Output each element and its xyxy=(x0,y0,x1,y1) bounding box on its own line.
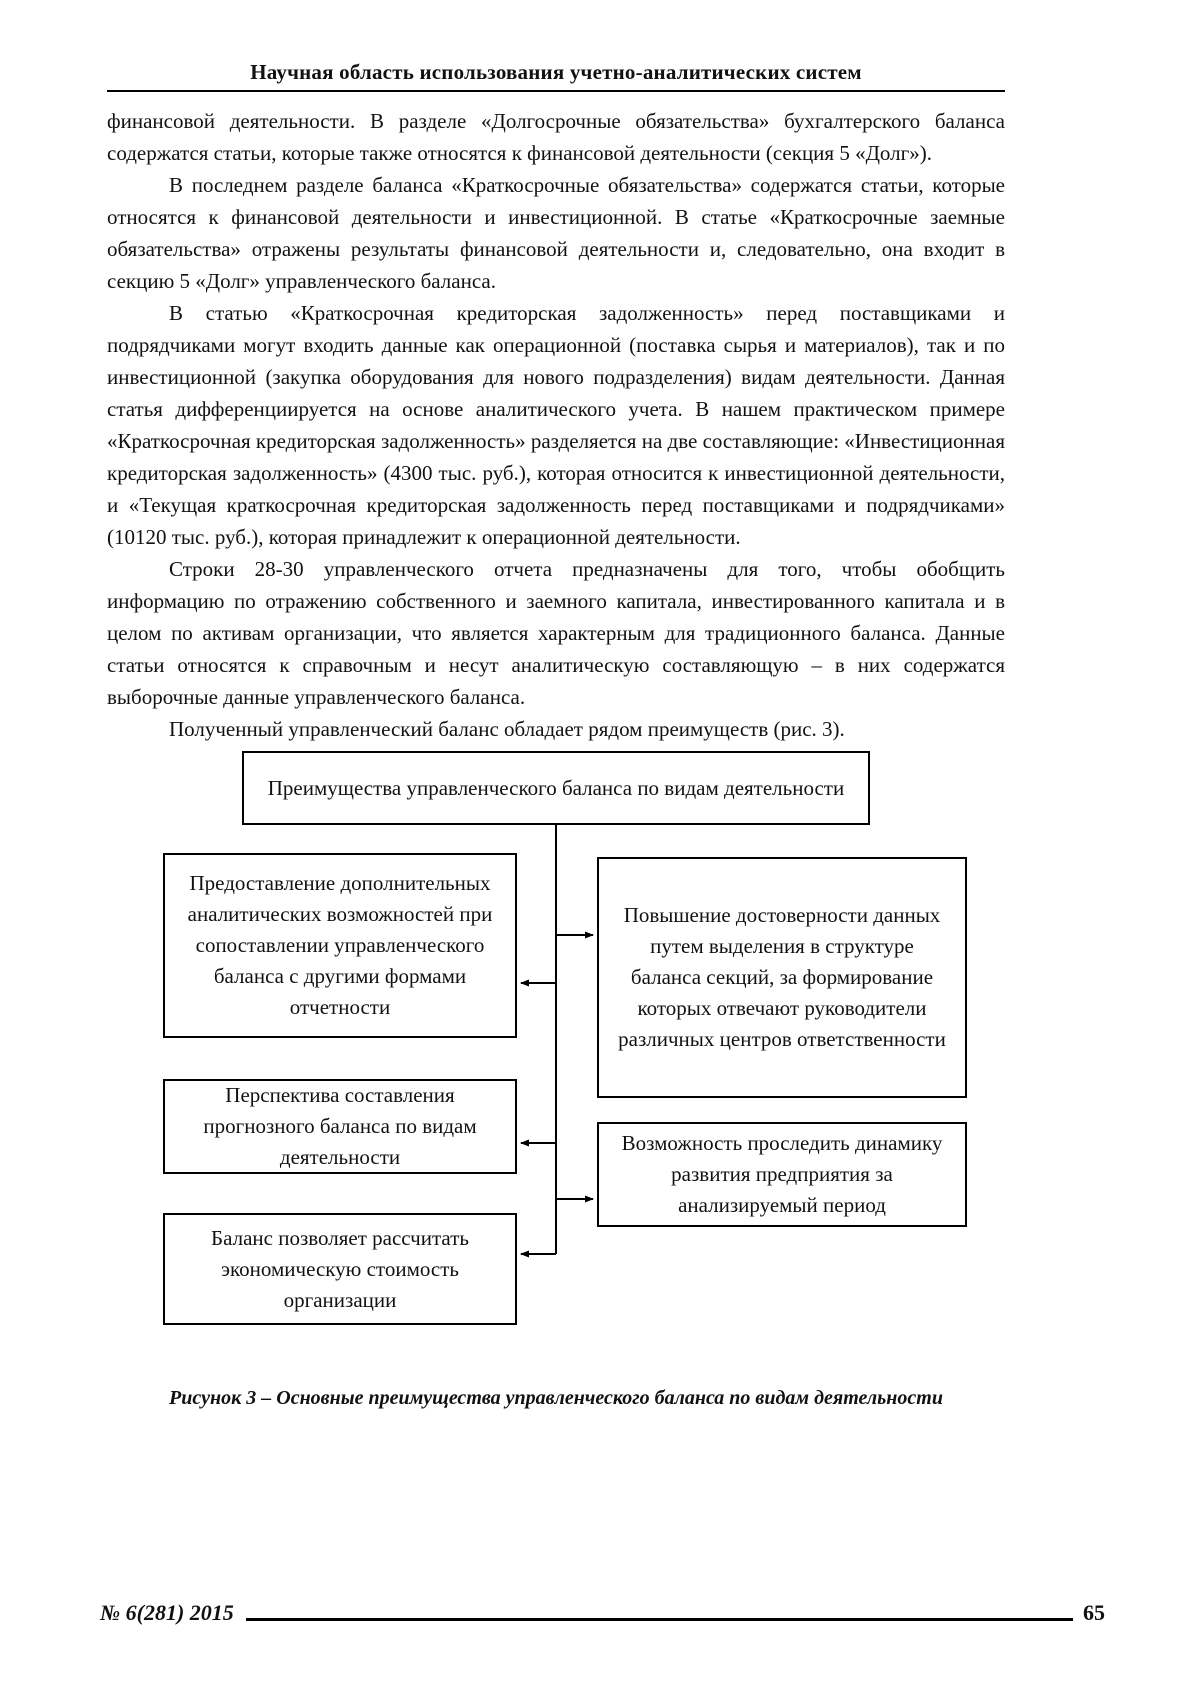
page-footer: № 6(281) 2015 65 xyxy=(100,1600,1105,1626)
paragraph-5: Полученный управленческий баланс обладае… xyxy=(169,717,845,741)
figure-caption: Рисунок 3 – Основные преимущества управл… xyxy=(169,1387,943,1409)
diagram-left-box-3: Баланс позволяет рассчитать экономическу… xyxy=(163,1213,517,1325)
diagram-right-box-1: Повышение достоверности данных путем выд… xyxy=(597,857,967,1098)
figure-3-diagram: Преимущества управленческого баланса по … xyxy=(107,751,1005,1325)
diagram-left-box-1: Предоставление дополнительных аналитичес… xyxy=(163,853,517,1038)
diagram-left-box-2: Перспектива составления прогнозного бала… xyxy=(163,1079,517,1174)
paragraph-1: финансовой деятельности. В разделе «Долг… xyxy=(107,109,1005,165)
diagram-connectors xyxy=(520,825,594,1258)
running-header: Научная область использования учетно-ана… xyxy=(107,60,1005,92)
diagram-root-box: Преимущества управленческого баланса по … xyxy=(242,751,870,825)
paragraph-4: Строки 28-30 управленческого отчета пред… xyxy=(107,557,1005,709)
journal-issue: № 6(281) 2015 xyxy=(100,1600,234,1625)
page-content: финансовой деятельности. В разделе «Долг… xyxy=(107,105,1005,1410)
page-number: 65 xyxy=(1083,1600,1105,1625)
running-header-title: Научная область использования учетно-ана… xyxy=(250,60,862,84)
footer-rule xyxy=(245,1618,1073,1621)
paragraph-3: В статью «Краткосрочная кредиторская зад… xyxy=(107,301,1005,549)
paragraph-2: В последнем разделе баланса «Краткосрочн… xyxy=(107,173,1005,293)
diagram-right-box-2: Возможность проследить динамику развития… xyxy=(597,1122,967,1227)
